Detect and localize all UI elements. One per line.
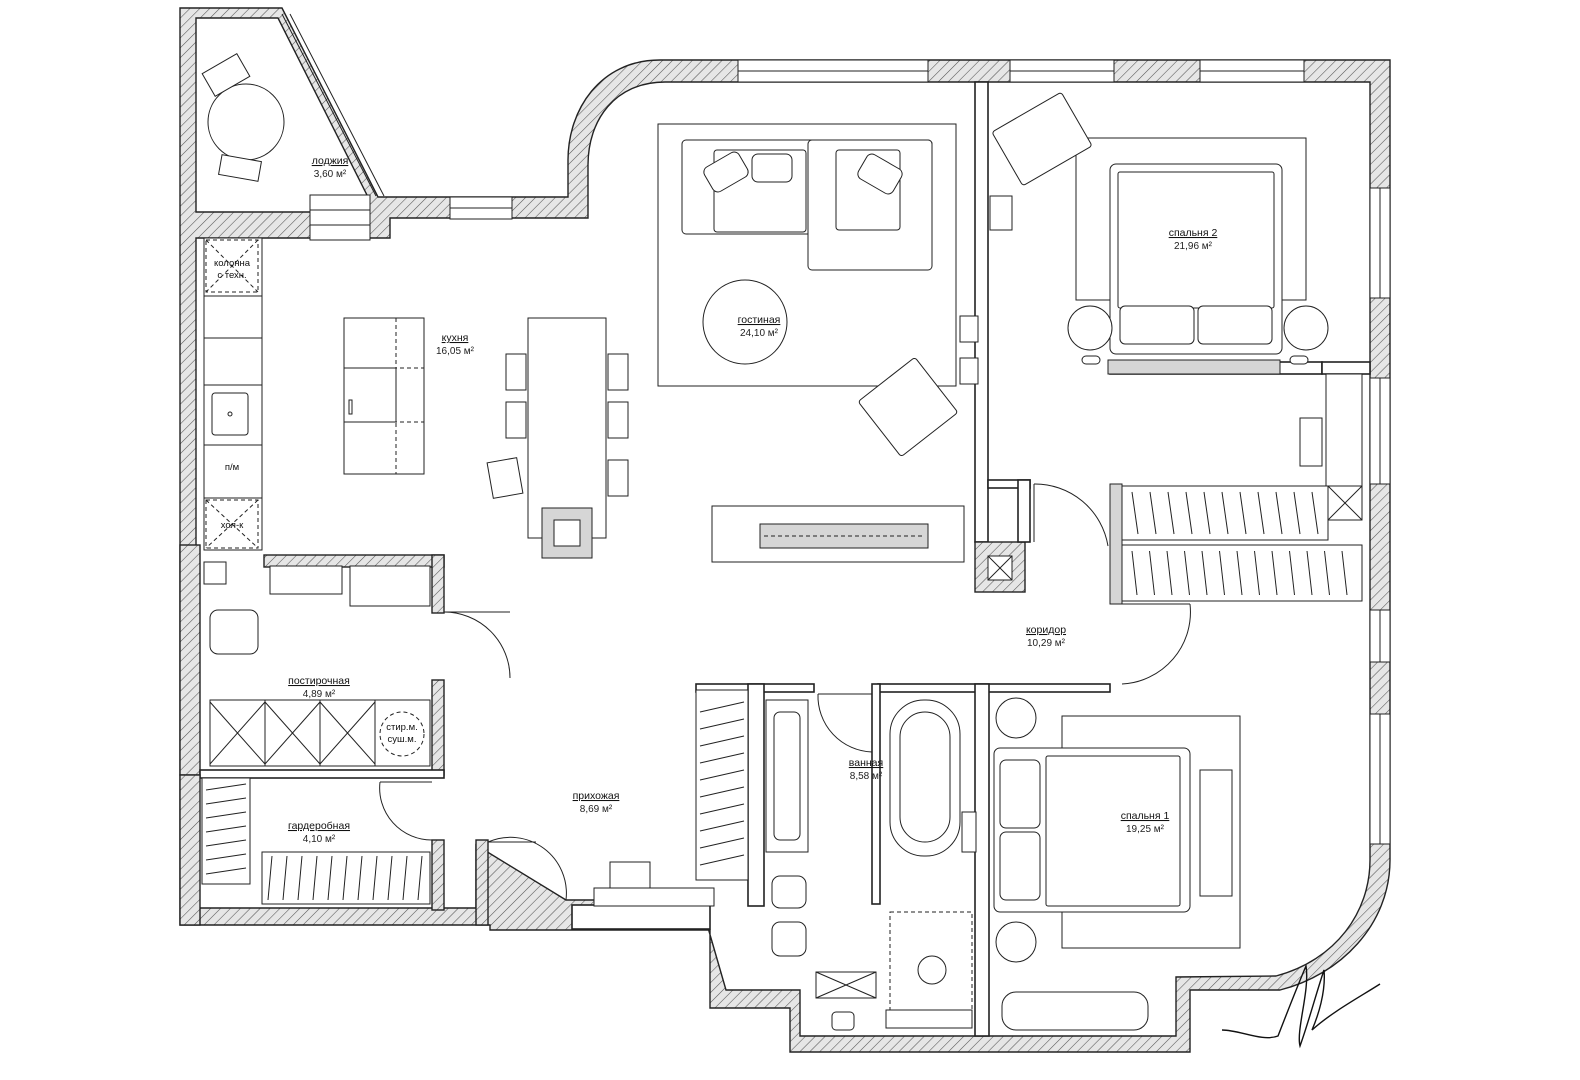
wardrobe-furniture: [201, 777, 431, 905]
room-labels: лоджия 3,60 м² кухня 16,05 м² гостиная 2…: [214, 155, 1217, 845]
wardrobe-hanger: [205, 797, 247, 805]
wardrobe-hanger: [267, 855, 273, 901]
wardrobe-hanger: [205, 811, 247, 819]
wardrobe-hanger: [1324, 550, 1330, 596]
wardrobe-hanger: [1293, 491, 1301, 535]
wardrobe-hanger: [1219, 550, 1225, 596]
wardrobe-hanger: [1254, 550, 1260, 596]
label-washer-line2: суш.м.: [388, 734, 417, 745]
wardrobe-hanger: [312, 855, 318, 901]
wardrobe-hanger: [1203, 491, 1211, 535]
wardrobe-hanger: [205, 853, 247, 861]
room-name-spalnya2: спальня 2: [1169, 227, 1218, 239]
wardrobe-hanger: [1185, 491, 1193, 535]
room-area-koridor: 10,29 м²: [1027, 638, 1066, 649]
room-name-vannaya: ванная: [849, 757, 883, 769]
wardrobe-hanger: [1167, 491, 1175, 535]
wardrobe-hanger: [1289, 550, 1295, 596]
wardrobe-hanger: [297, 855, 303, 901]
wardrobe-hanger: [402, 855, 408, 901]
wardrobe-hanger: [1149, 491, 1157, 535]
wardrobe-hanger: [372, 855, 378, 901]
wardrobe-hanger: [417, 855, 423, 901]
label-column-line2: с техн.: [217, 270, 246, 281]
wardrobe-hanger: [1341, 550, 1348, 596]
wardrobe-hanger: [387, 855, 393, 901]
laundry-furniture: [203, 561, 431, 767]
bedroom1-furniture: [993, 697, 1241, 1031]
room-area-spalnya1: 19,25 м²: [1126, 824, 1165, 835]
wardrobe-hanger: [1306, 550, 1313, 596]
wardrobe-hanger: [1236, 550, 1243, 596]
wardrobe-hanger: [699, 769, 745, 781]
wardrobe-hanger: [1257, 491, 1265, 535]
wardrobe-hanger: [1275, 491, 1283, 535]
wardrobe-hanger: [205, 825, 247, 833]
living-furniture: [657, 123, 979, 563]
wardrobe-hanger: [699, 735, 745, 747]
label-column-line1: колонна: [214, 258, 251, 269]
wardrobe-hanger: [327, 855, 333, 901]
room-area-vannaya: 8,58 м²: [850, 771, 883, 782]
room-name-spalnya1: спальня 1: [1121, 810, 1170, 822]
wardrobe-hanger: [205, 783, 247, 791]
wardrobe-hanger: [1271, 550, 1278, 596]
room-name-koridor: коридор: [1026, 624, 1066, 636]
wardrobe-hanger: [205, 867, 247, 875]
cabinet-cross: [209, 701, 266, 765]
room-name-garderobnaya: гардеробная: [288, 820, 350, 832]
wardrobe-hanger: [1149, 550, 1155, 596]
label-washer-line1: стир.м.: [386, 722, 418, 733]
wardrobe-hanger: [1184, 550, 1190, 596]
wardrobe-hanger: [699, 820, 745, 832]
windows: [309, 59, 1391, 845]
label-dishwasher: п/м: [225, 462, 239, 473]
room-area-prikhozhaya: 8,69 м²: [580, 804, 613, 815]
wardrobe-hanger: [699, 837, 745, 849]
room-area-garderobnaya: 4,10 м²: [303, 834, 336, 845]
room-name-gostinaya: гостиная: [738, 314, 781, 326]
wardrobe-hanger: [1201, 550, 1208, 596]
cabinet-cross: [264, 701, 321, 765]
room-area-lodzhiya: 3,60 м²: [314, 169, 347, 180]
kitchen-furniture: [203, 237, 629, 559]
cabinet-cross: [319, 701, 376, 765]
wardrobe-hanger: [357, 855, 363, 901]
wardrobe-hanger: [1221, 491, 1229, 535]
wardrobe-hanger: [699, 854, 745, 866]
wardrobe-hanger: [699, 752, 745, 764]
wardrobe-hanger: [699, 786, 745, 798]
signature: [1221, 963, 1381, 1049]
room-area-spalnya2: 21,96 м²: [1174, 241, 1213, 252]
bathroom-furniture: [765, 699, 977, 1031]
room-name-kukhnya: кухня: [442, 332, 469, 344]
wardrobe-hanger: [699, 718, 745, 730]
wardrobe-hanger: [1131, 550, 1138, 596]
wardrobe-hanger: [282, 855, 288, 901]
wardrobe-hanger: [205, 839, 247, 847]
wardrobe-hanger: [1131, 491, 1139, 535]
loggia-furniture: [201, 13, 385, 197]
wardrobe-hanger: [342, 855, 348, 901]
room-area-postirochnaya: 4,89 м²: [303, 689, 336, 700]
wardrobe-hanger: [1311, 491, 1319, 535]
room-area-kukhnya: 16,05 м²: [436, 346, 475, 357]
wardrobe-hanger: [699, 701, 745, 713]
wardrobe-hanger: [1239, 491, 1247, 535]
doors: [379, 483, 1191, 901]
room-name-prikhozhaya: прихожая: [573, 790, 620, 802]
room-name-postirochnaya: постирочная: [288, 675, 350, 687]
hallway-furniture: [593, 689, 749, 907]
room-area-gostinaya: 24,10 м²: [740, 328, 779, 339]
partitions: [179, 81, 1371, 1037]
wardrobe-hanger: [1166, 550, 1173, 596]
label-fridge: хол-к: [221, 520, 244, 531]
room-name-lodzhiya: лоджия: [312, 155, 349, 167]
wardrobe-hanger: [699, 803, 745, 815]
bedroom2-furniture: [989, 92, 1363, 602]
